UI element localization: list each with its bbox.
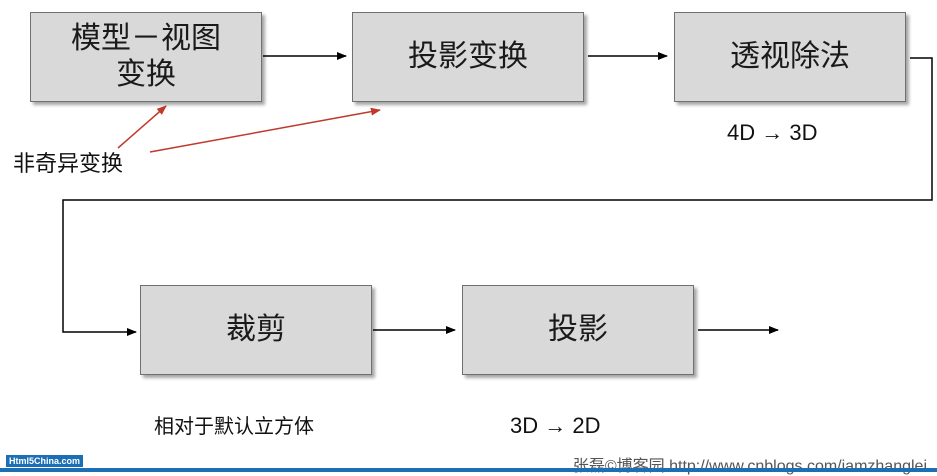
footer-credit: 张磊©博客园 http://www.cnblogs.com/iamzhangle…: [572, 458, 927, 475]
annotation-arrow-to-model-view: [117, 105, 167, 149]
clipping-box: 裁剪: [140, 285, 372, 375]
nonsingular-transform-label: 非奇异变换: [13, 152, 124, 177]
footer-bar: [0, 468, 937, 472]
clip-cube-label: 相对于默认立方体: [154, 414, 314, 438]
projection-box: 投影: [462, 285, 694, 375]
projection-dimension-label: 3D → 2D: [510, 413, 601, 438]
site-logo: Html5China.com: [6, 455, 84, 467]
perspective-divide-box: 透视除法: [674, 12, 906, 102]
arrow-divide-to-clip: [62, 57, 933, 336]
annotation-arrow-to-projection: [149, 107, 381, 153]
perspective-dimension-label: 4D → 3D: [727, 120, 818, 145]
model-view-transform-box: 模型－视图 变换: [30, 12, 262, 102]
projection-transform-box: 投影变换: [352, 12, 584, 102]
